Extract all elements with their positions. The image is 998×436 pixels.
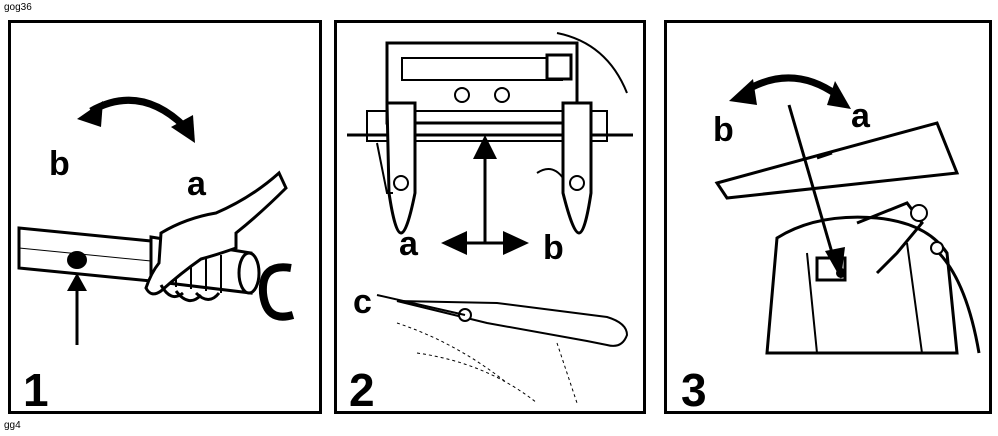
label-a: a <box>187 165 207 203</box>
panel-3-illustration: b a 3 <box>681 74 981 411</box>
right-lift-arm <box>561 101 593 235</box>
cover-plate <box>714 121 960 200</box>
panel-number: 3 <box>681 364 707 411</box>
panel-number: 1 <box>23 364 49 411</box>
hand <box>144 170 288 296</box>
housing <box>765 215 959 355</box>
label-a: a <box>399 225 419 263</box>
label-b: b <box>713 111 734 149</box>
arrowhead-b <box>77 101 103 127</box>
pointer-arrow <box>787 104 837 264</box>
figure-code-top: gog36 <box>4 2 32 13</box>
panel-2-illustration: a b c 2 <box>347 32 633 411</box>
rotation-arc <box>89 96 189 131</box>
panel-2: a b c 2 <box>334 20 646 414</box>
left-lift-arm <box>385 101 417 235</box>
label-a: a <box>851 97 871 135</box>
panel-3: b a 3 <box>664 20 992 414</box>
panel-1-illustration: b a 1 <box>17 96 295 411</box>
label-b: b <box>49 145 70 183</box>
leader-line-c <box>376 294 466 316</box>
hitch-frame <box>385 41 579 125</box>
locking-pin <box>67 251 87 269</box>
rotation-mark-c <box>258 263 295 321</box>
panel-number: 2 <box>349 364 375 411</box>
label-b: b <box>543 229 564 267</box>
panel-1: b a 1 <box>8 20 322 414</box>
arrowhead-a <box>171 115 195 143</box>
label-c: c <box>353 283 372 321</box>
rotation-arc <box>743 74 840 98</box>
figure-code-bottom: gg4 <box>4 420 21 431</box>
